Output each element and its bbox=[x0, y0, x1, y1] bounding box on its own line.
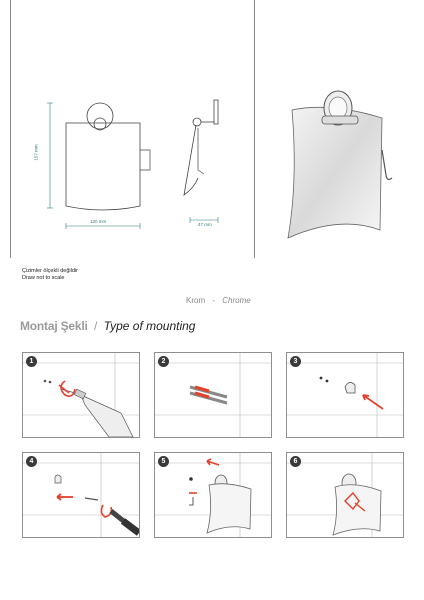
scale-note-tr: Çizimler ölçekli değildir bbox=[22, 268, 78, 274]
height-dimension: 157 mm bbox=[33, 144, 39, 161]
product-illustration bbox=[270, 80, 410, 250]
step-number-5: 5 bbox=[158, 456, 169, 467]
front-view-drawing: 157 mm 120 mm bbox=[30, 88, 160, 233]
step-number-3: 3 bbox=[290, 356, 301, 367]
scale-note-en: Draw not to scale bbox=[22, 275, 65, 281]
step-number-6: 6 bbox=[290, 456, 301, 467]
finish-en: Chrome bbox=[222, 296, 251, 305]
step-panel-4: 4 bbox=[22, 452, 140, 538]
mounting-title-tr: Montaj Şekli bbox=[20, 319, 88, 333]
width-dimension: 120 mm bbox=[90, 219, 107, 224]
step-number-1: 1 bbox=[26, 356, 37, 367]
side-view-drawing: 47 mm bbox=[180, 99, 240, 230]
depth-dimension: 47 mm bbox=[198, 222, 212, 227]
separator-middle bbox=[254, 0, 255, 258]
mounting-heading: Montaj Şekli / Type of mounting bbox=[20, 319, 195, 333]
step-number-4: 4 bbox=[26, 456, 37, 467]
mounting-title-separator: / bbox=[93, 319, 98, 333]
finish-separator: - bbox=[212, 296, 216, 305]
step-panel-3: 3 bbox=[286, 352, 404, 438]
finish-tr: Krom bbox=[186, 296, 206, 305]
separator-left bbox=[10, 0, 11, 258]
mounting-title-en: Type of mounting bbox=[103, 319, 196, 333]
step-panel-6: 6 bbox=[286, 452, 404, 538]
step-panel-5: 5 bbox=[154, 452, 272, 538]
scale-note: Çizimler ölçekli değildir Draw not to sc… bbox=[22, 268, 78, 282]
step-panel-2: 2 bbox=[154, 352, 272, 438]
finish-label: Krom - Chrome bbox=[186, 296, 251, 305]
step-number-2: 2 bbox=[158, 356, 169, 367]
step-panel-1: 1 bbox=[22, 352, 140, 438]
